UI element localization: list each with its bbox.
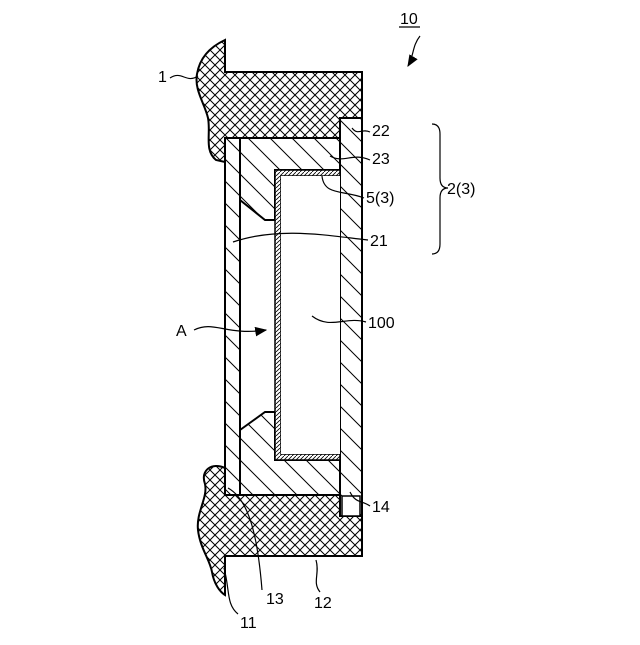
label-100: 100 <box>368 315 395 332</box>
label-14: 14 <box>372 499 390 516</box>
label-10: 10 <box>400 11 418 28</box>
leader-12 <box>316 560 320 592</box>
notch-14 <box>342 496 360 516</box>
label-23: 23 <box>372 151 390 168</box>
leader-11 <box>224 568 238 614</box>
group-bracket <box>432 124 448 254</box>
leader-1 <box>170 75 198 78</box>
cavity <box>281 176 340 454</box>
label-1: 1 <box>158 69 167 86</box>
label-22: 22 <box>372 123 390 140</box>
label-11: 11 <box>240 615 257 632</box>
label-13: 13 <box>266 591 284 608</box>
left-wall <box>225 138 240 495</box>
label-a: A <box>176 323 187 340</box>
label-12: 12 <box>314 595 332 612</box>
right-wall <box>340 118 362 516</box>
label-10-arrow <box>408 36 420 66</box>
label-21: 21 <box>370 233 388 250</box>
label-2-3: 2(3) <box>447 181 475 198</box>
label-5-3: 5(3) <box>366 190 394 207</box>
